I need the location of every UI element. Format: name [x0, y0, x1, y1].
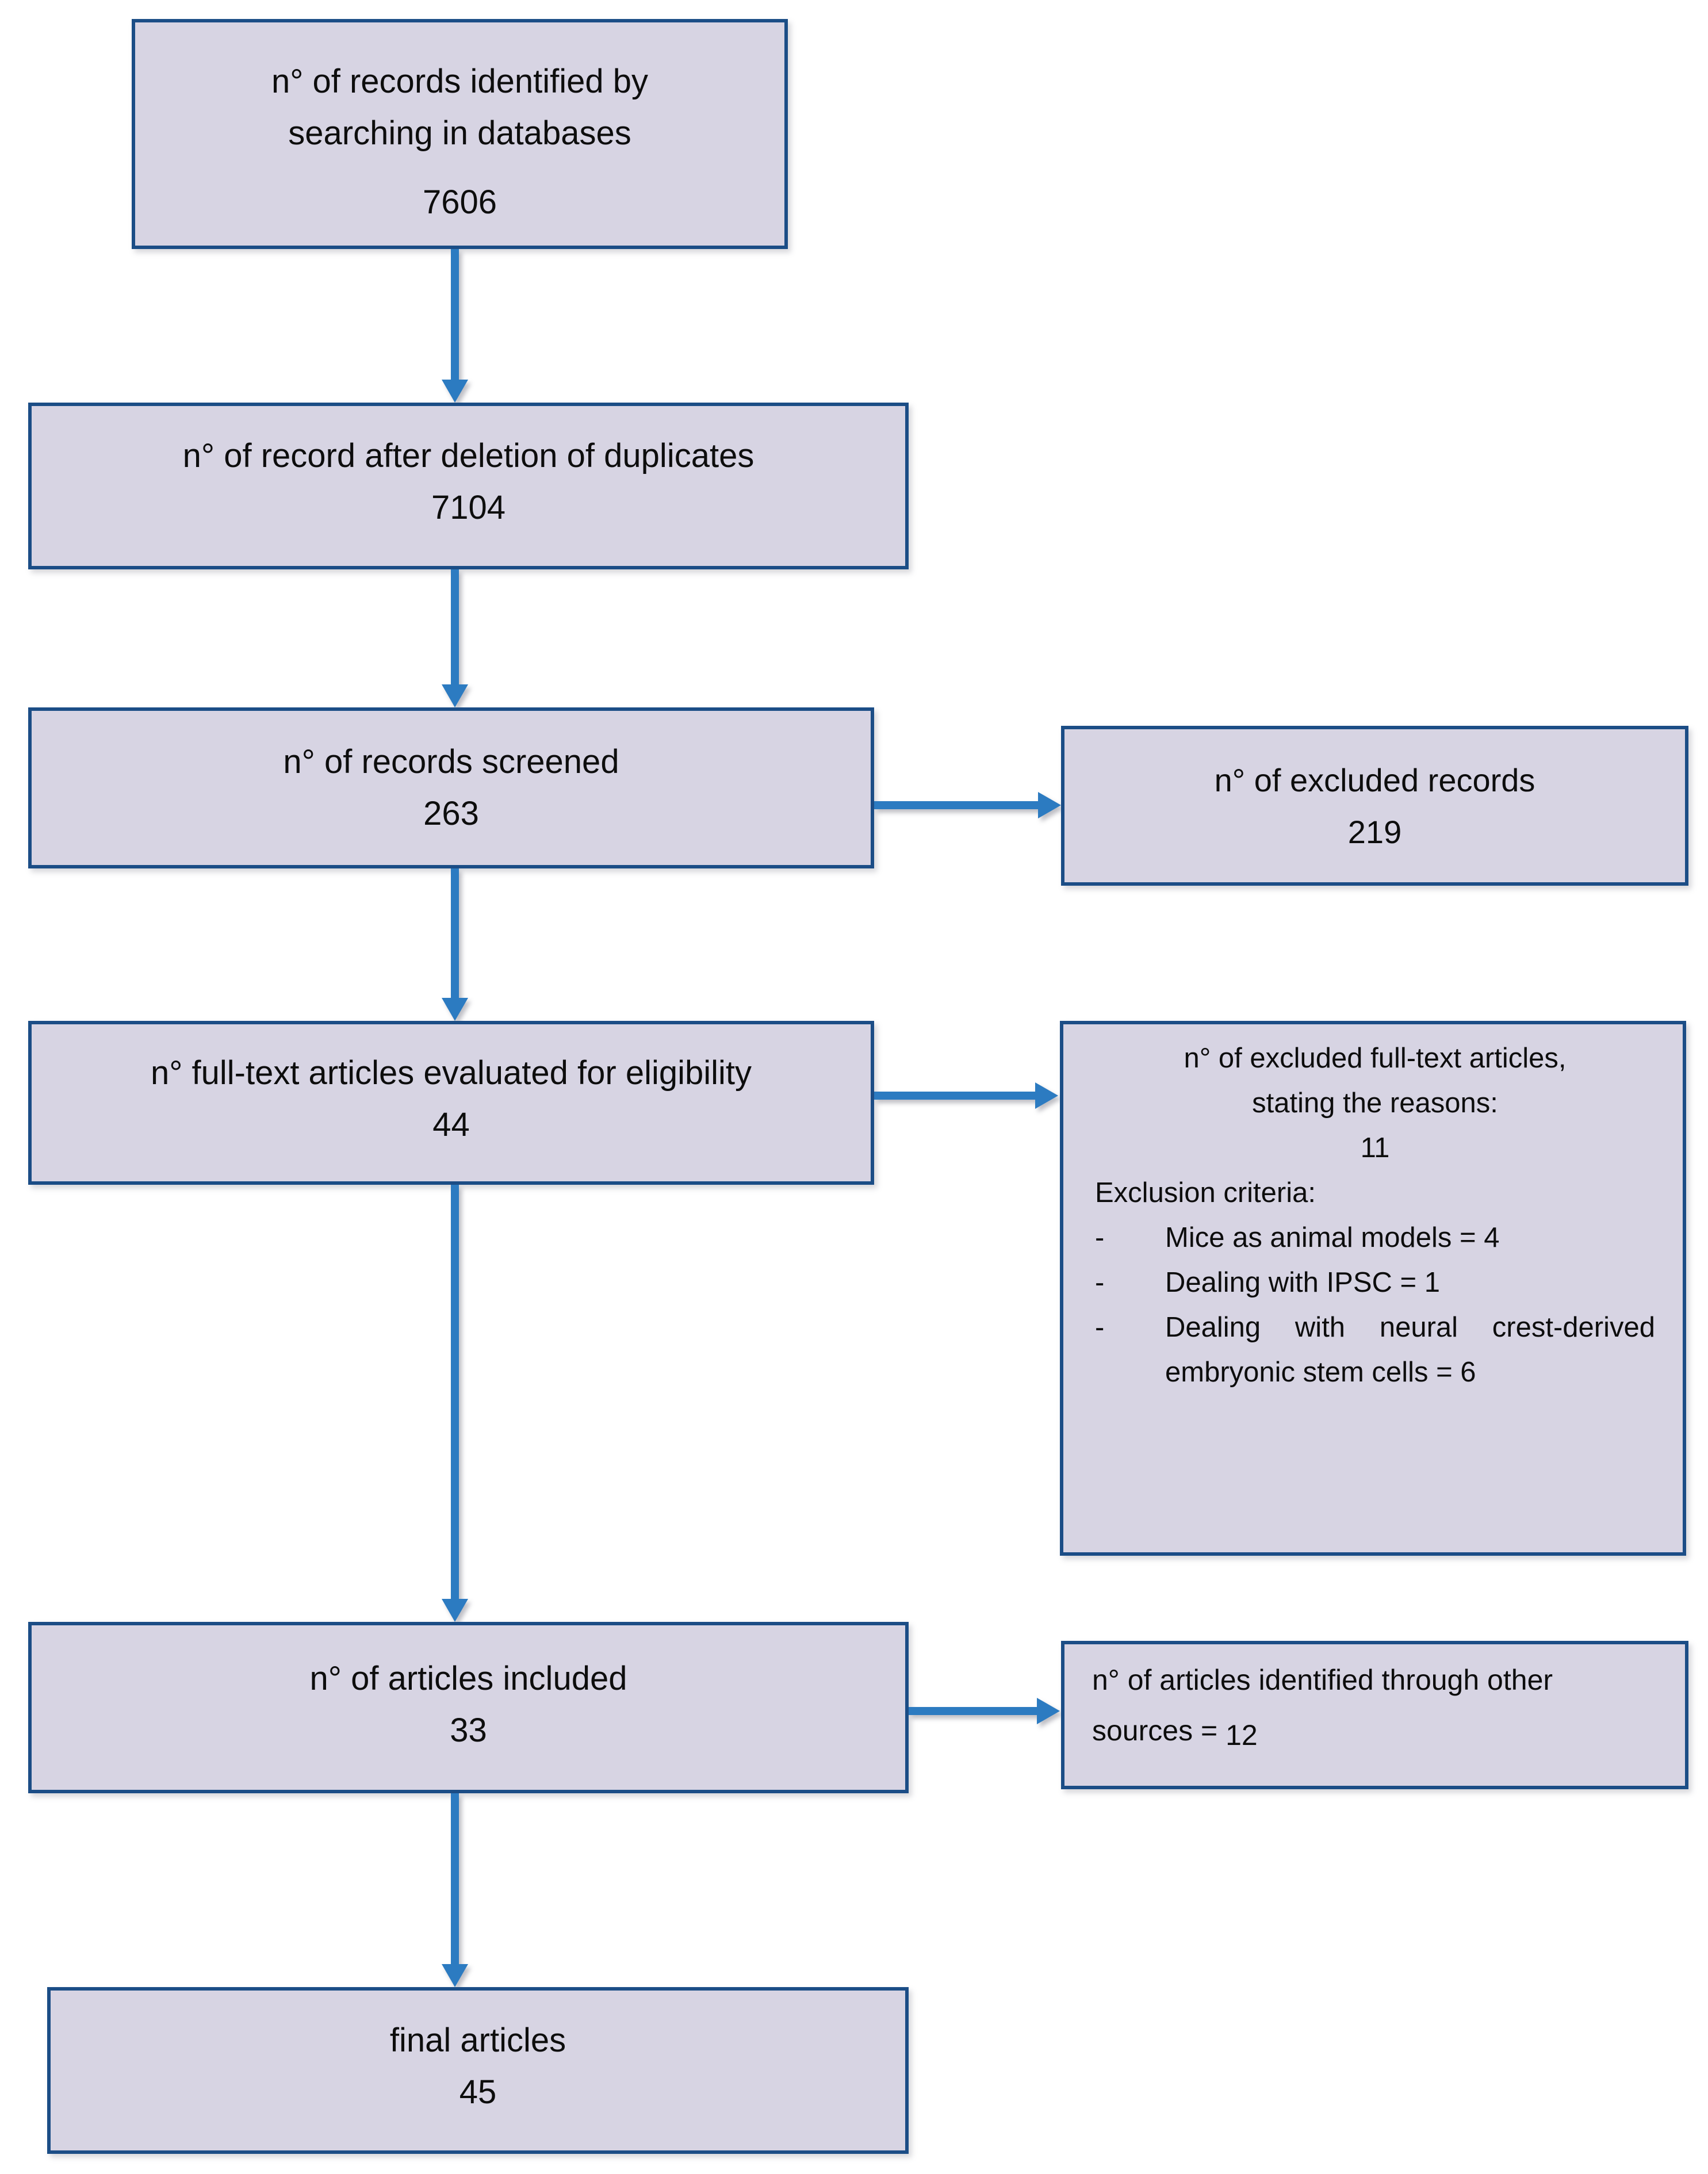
arrow-screened-to-fulltext: [442, 868, 468, 1021]
arrow-shaft: [451, 249, 459, 381]
box-excluded-records-value: 219: [1347, 814, 1402, 850]
arrow-fulltext-to-excluded-fulltext: [874, 1082, 1058, 1109]
box-after-dedup: n° of record after deletion of duplicate…: [28, 403, 909, 569]
arrow-right-head-icon: [1038, 792, 1061, 818]
box-other-sources-value: 12: [1226, 1719, 1258, 1751]
box-excluded-records-title: n° of excluded records: [1214, 762, 1535, 798]
bullet-dash: -: [1095, 1312, 1105, 1343]
arrow-down-head-icon: [442, 380, 468, 403]
box-fulltext-evaluated-title: n° full-text articles evaluated for elig…: [150, 1054, 752, 1092]
box-other-sources-line2-prefix: sources =: [1092, 1714, 1226, 1747]
box-final-articles-value: 45: [459, 2073, 497, 2111]
arrow-screened-to-excluded: [874, 792, 1061, 818]
arrow-down-head-icon: [442, 998, 468, 1021]
box-articles-included-title: n° of articles included: [309, 1660, 627, 1697]
box-after-dedup-value: 7104: [431, 489, 506, 526]
box-excluded-fulltext-line1: n° of excluded full-text articles,: [1184, 1043, 1567, 1074]
box-excluded-fulltext-value: 11: [1360, 1132, 1390, 1163]
arrow-down-head-icon: [442, 1964, 468, 1987]
exclusion-criteria-item-text: Mice as animal models = 4: [1165, 1222, 1500, 1253]
box-fulltext-evaluated: n° full-text articles evaluated for elig…: [28, 1021, 874, 1185]
arrow-right-head-icon: [1037, 1698, 1060, 1724]
box-records-screened-title: n° of records screened: [283, 743, 619, 780]
exclusion-criteria-item: - Dealing with IPSC = 1: [1095, 1260, 1655, 1305]
box-records-identified-title-line1: n° of records identified by: [271, 63, 649, 100]
box-excluded-fulltext-line2: stating the reasons:: [1252, 1088, 1498, 1119]
arrow-fulltext-to-included: [442, 1185, 468, 1622]
arrow-identified-to-dedup: [442, 249, 468, 403]
box-final-articles-title: final articles: [389, 2022, 566, 2059]
arrow-shaft: [451, 868, 459, 999]
arrow-shaft: [874, 1092, 1037, 1100]
arrow-shaft: [451, 569, 459, 686]
arrow-dedup-to-screened: [442, 569, 468, 707]
arrow-down-head-icon: [442, 684, 468, 707]
box-records-identified: n° of records identified by searching in…: [132, 19, 788, 249]
box-other-sources: n° of articles identified through other …: [1061, 1641, 1688, 1789]
box-fulltext-evaluated-value: 44: [432, 1106, 470, 1143]
box-records-screened: n° of records screened 263: [28, 707, 874, 868]
exclusion-criteria-heading: Exclusion criteria:: [1095, 1177, 1316, 1208]
box-articles-included: n° of articles included 33: [28, 1622, 909, 1793]
arrow-shaft: [909, 1707, 1039, 1715]
box-articles-included-value: 33: [450, 1712, 487, 1749]
arrow-shaft: [451, 1793, 459, 1965]
box-excluded-records: n° of excluded records 219: [1061, 726, 1688, 886]
box-records-screened-value: 263: [423, 795, 479, 832]
arrow-down-head-icon: [442, 1599, 468, 1622]
box-excluded-fulltext: n° of excluded full-text articles, stati…: [1060, 1021, 1686, 1556]
box-other-sources-line2: sources = 12: [1092, 1705, 1636, 1756]
box-final-articles: final articles 45: [47, 1987, 909, 2154]
arrow-included-to-other-sources: [909, 1698, 1060, 1724]
box-records-identified-value: 7606: [422, 183, 497, 221]
arrow-included-to-final: [442, 1793, 468, 1987]
exclusion-criteria-item: - Dealing with neural crest-derived embr…: [1095, 1305, 1655, 1395]
bullet-dash: -: [1095, 1267, 1105, 1298]
arrow-shaft: [451, 1185, 459, 1600]
bullet-dash: -: [1095, 1222, 1105, 1253]
arrow-right-head-icon: [1035, 1082, 1058, 1109]
box-records-identified-title-line2: searching in databases: [288, 114, 631, 152]
arrow-shaft: [874, 801, 1040, 809]
box-other-sources-line1: n° of articles identified through other: [1092, 1664, 1553, 1696]
exclusion-criteria-item-text: Dealing with IPSC = 1: [1165, 1267, 1440, 1298]
exclusion-criteria-item: - Mice as animal models = 4: [1095, 1215, 1655, 1260]
exclusion-criteria-item-text: Dealing with neural crest-derived embryo…: [1165, 1312, 1655, 1388]
box-after-dedup-title: n° of record after deletion of duplicate…: [182, 437, 755, 474]
